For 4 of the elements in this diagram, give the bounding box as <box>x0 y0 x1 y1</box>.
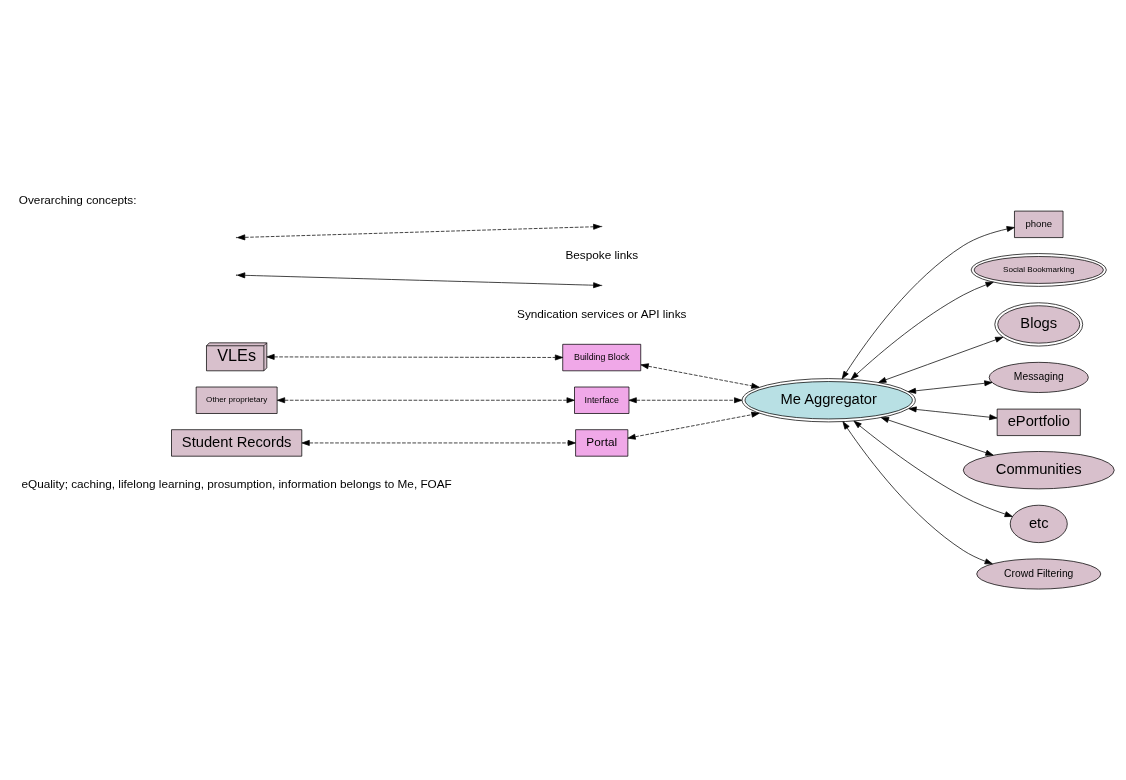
label: eQuality; caching, lifelong learning, prosumption, information belongs to Me, FOAF <box>21 476 452 490</box>
legend-label: Syndication services or API links <box>517 306 687 320</box>
diagram-title: Overarching concepts: <box>18 192 137 206</box>
legend-label: Bespoke links <box>565 247 639 261</box>
